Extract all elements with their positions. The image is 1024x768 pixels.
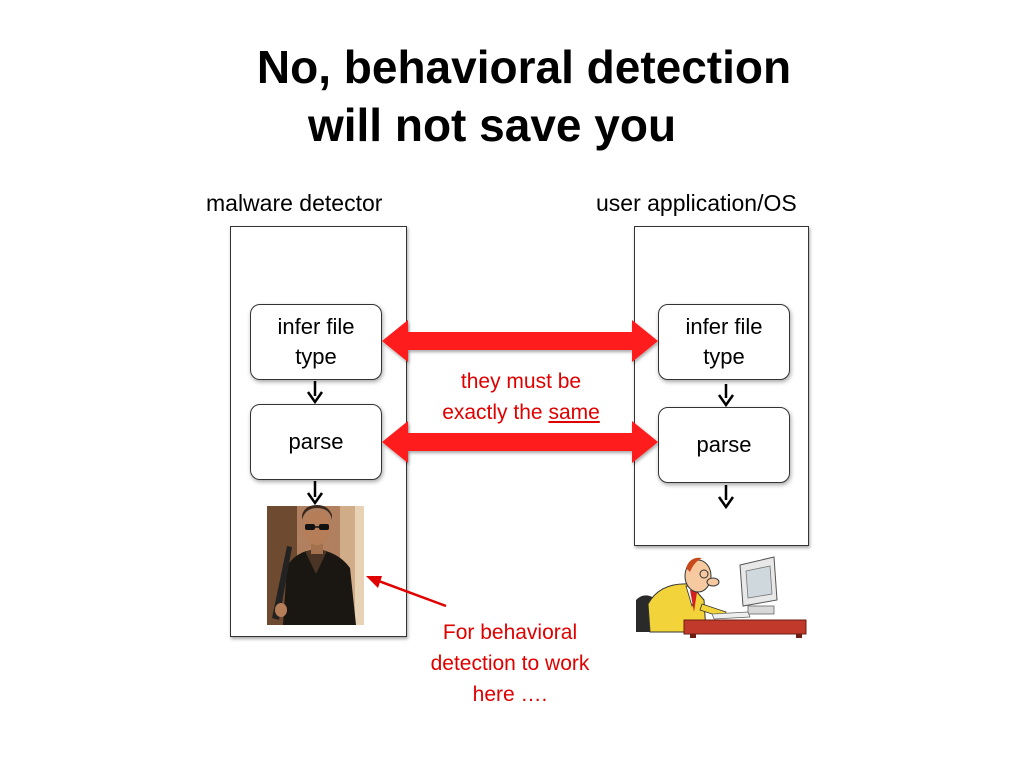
pointer-arrow-icon xyxy=(366,576,447,608)
double-headed-arrow-icon xyxy=(382,320,658,362)
right-parse-box: parse xyxy=(658,407,790,483)
left-infer-line-1: infer file xyxy=(277,314,355,339)
slide-title: No, behavioral detection will not save y… xyxy=(0,38,1024,154)
down-arrow-icon xyxy=(306,381,324,405)
slide-title-line-2: will not save you xyxy=(307,99,677,151)
right-infer-line-1: infer file xyxy=(685,314,763,339)
man-in-black-jacket-with-sunglasses-holding-shotgun-photo xyxy=(267,505,364,625)
they-must-be-same-annotation: they must be exactly the same xyxy=(418,366,624,428)
left-parse-box: parse xyxy=(250,404,382,480)
down-arrow-icon xyxy=(306,481,324,506)
user-application-label: user application/OS xyxy=(596,190,797,216)
right-infer-file-type-box: infer file type xyxy=(658,304,790,380)
user-application-panel xyxy=(634,226,809,546)
down-arrow-icon xyxy=(717,384,735,408)
left-infer-file-type-box: infer file type xyxy=(250,304,382,380)
annotation-line-1: they must be xyxy=(460,370,582,393)
annotation-line-2-prefix: exactly the xyxy=(442,401,549,424)
left-infer-line-2: type xyxy=(295,344,337,369)
left-parse-label: parse xyxy=(288,429,344,454)
malware-detector-label: malware detector xyxy=(206,190,383,216)
bottom-annotation-line-3: here …. xyxy=(472,683,548,706)
bottom-annotation-line-2: detection to work xyxy=(430,652,590,675)
double-headed-arrow-icon xyxy=(382,421,658,463)
annotation-same-underlined: same xyxy=(548,401,600,424)
behavioral-detection-annotation: For behavioral detection to work here …. xyxy=(400,617,620,710)
cartoon-man-typing-at-computer-desk-clipart xyxy=(636,556,807,638)
bottom-annotation-line-1: For behavioral xyxy=(442,621,578,644)
slide-title-line-1: No, behavioral detection xyxy=(256,41,792,93)
right-infer-line-2: type xyxy=(703,344,745,369)
right-parse-label: parse xyxy=(696,432,752,457)
down-arrow-icon xyxy=(717,485,735,510)
